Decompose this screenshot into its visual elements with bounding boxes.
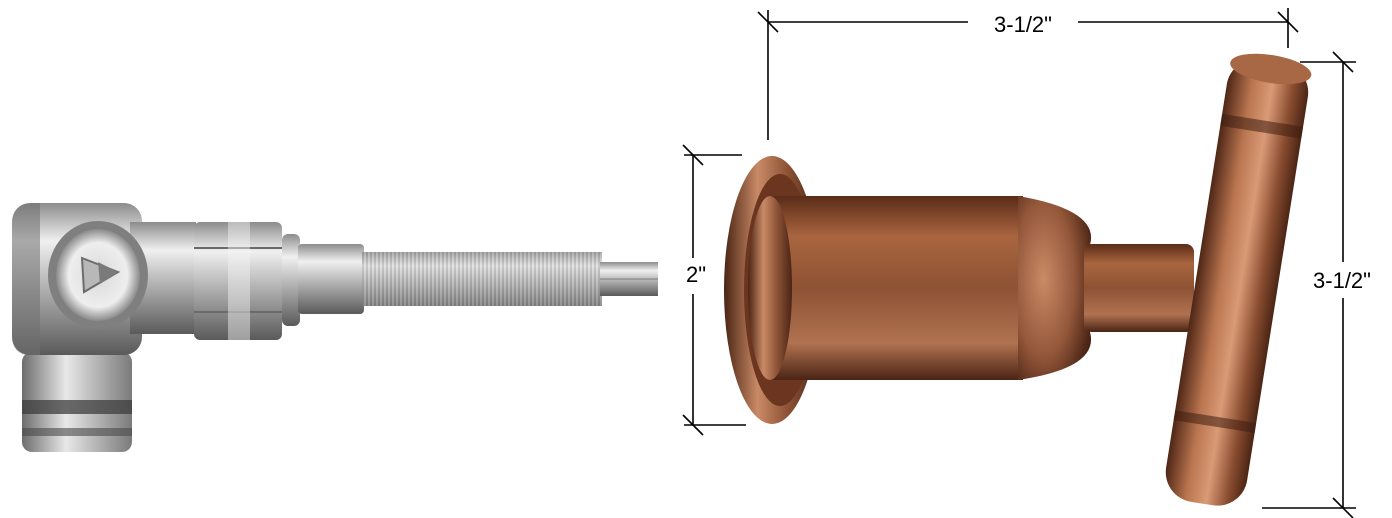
dimension-top-width [757,8,1299,140]
trim-body-cylinder [748,196,1023,380]
trim-stem [1084,244,1194,332]
valve-collar [298,244,364,314]
valve-ring [282,234,300,326]
valve-inlet-port [48,221,148,329]
t-handle [1165,53,1312,506]
valve-spindle-tip [600,262,658,296]
valve-rough-in-body [12,203,658,452]
dimension-flange-height [682,144,746,436]
valve-threaded-stem [362,252,602,306]
trim-assembly [724,53,1312,506]
trim-dome [1018,196,1092,380]
valve-hex-nut [194,222,282,340]
valve-bottom-outlet [22,352,132,452]
dimension-top-width-label: 3-1/2" [994,12,1052,37]
dimension-handle-height-label: 3-1/2" [1313,268,1371,293]
dimension-flange-height-label: 2" [686,262,706,287]
dimension-handle-height [1262,51,1356,518]
